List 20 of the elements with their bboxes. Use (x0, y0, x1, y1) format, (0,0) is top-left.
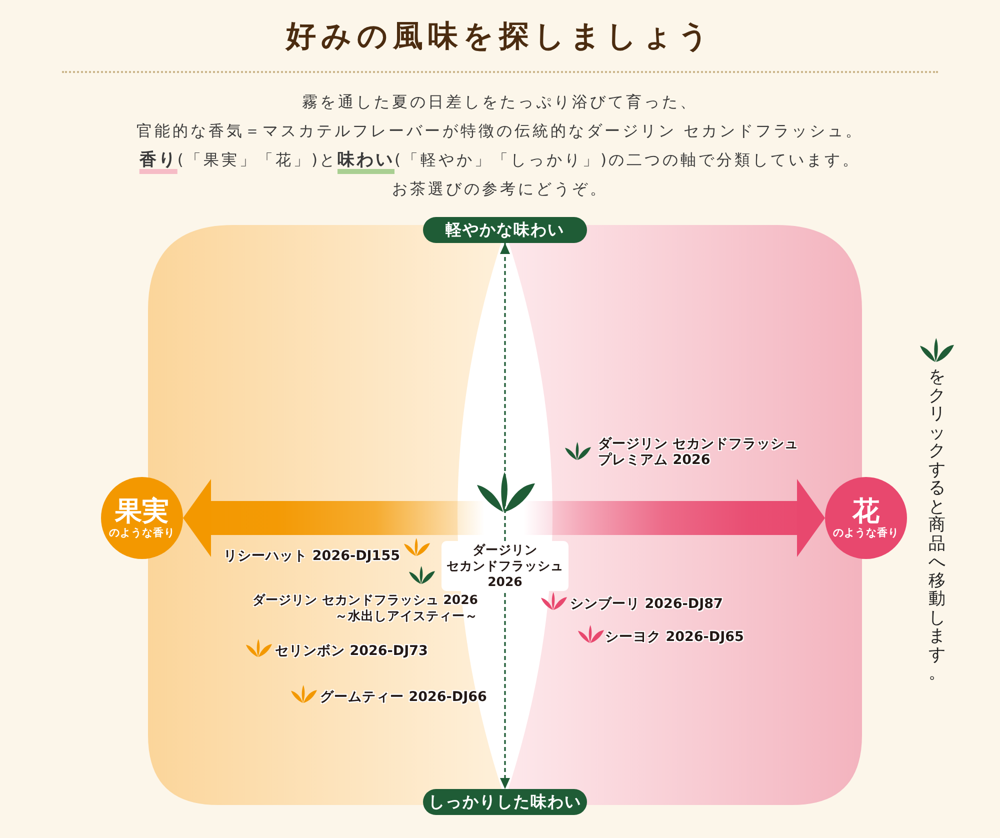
tea-name: グームティー 2026-DJ66 (320, 689, 487, 705)
click-hint: をクリックすると商品へ移動します。 (928, 368, 946, 682)
axis-label: 軽やかな味わい (423, 217, 587, 243)
tea-name: セリンボン 2026-DJ73 (275, 643, 428, 659)
tea-name: ダージリンセカンドフラッシュ2026 (442, 541, 568, 591)
thick-double-arrow (183, 479, 825, 557)
intro-text: 霧を通した夏の日差しをたっぷり浴びて育った、官能的な香気＝マスカテルフレーバーが特徴の伝統的なダージリン セカンドフラッシュ。 (136, 92, 864, 142)
page-title: 好みの風味を探しましょう (286, 18, 714, 56)
tea-name: リシーハット 2026-DJ155 (224, 548, 400, 564)
intro-text: お茶選びの参考にどうぞ。 (392, 179, 608, 200)
axis-subtitle: のような香り (833, 526, 899, 540)
tea-name: シーヨク 2026-DJ65 (605, 629, 744, 645)
axis-label: しっかりした味わい (423, 789, 587, 815)
axis-subtitle: のような香り (109, 526, 175, 540)
tea-name: ダージリン セカンドフラッシュプレミアム 2026 (598, 436, 799, 468)
axis-title: 果実 (115, 496, 169, 526)
axis-title: 花 (852, 496, 880, 526)
tea-name: シンブーリ 2026-DJ87 (570, 596, 723, 612)
tea-name: ダージリン セカンドフラッシュ 2026～水出しアイスティー～ (252, 592, 478, 624)
intro-text: 香り(「果実」「花」)と味わい(「軽やか」「しっかり」)の二つの軸で分類しています。 (139, 149, 861, 172)
